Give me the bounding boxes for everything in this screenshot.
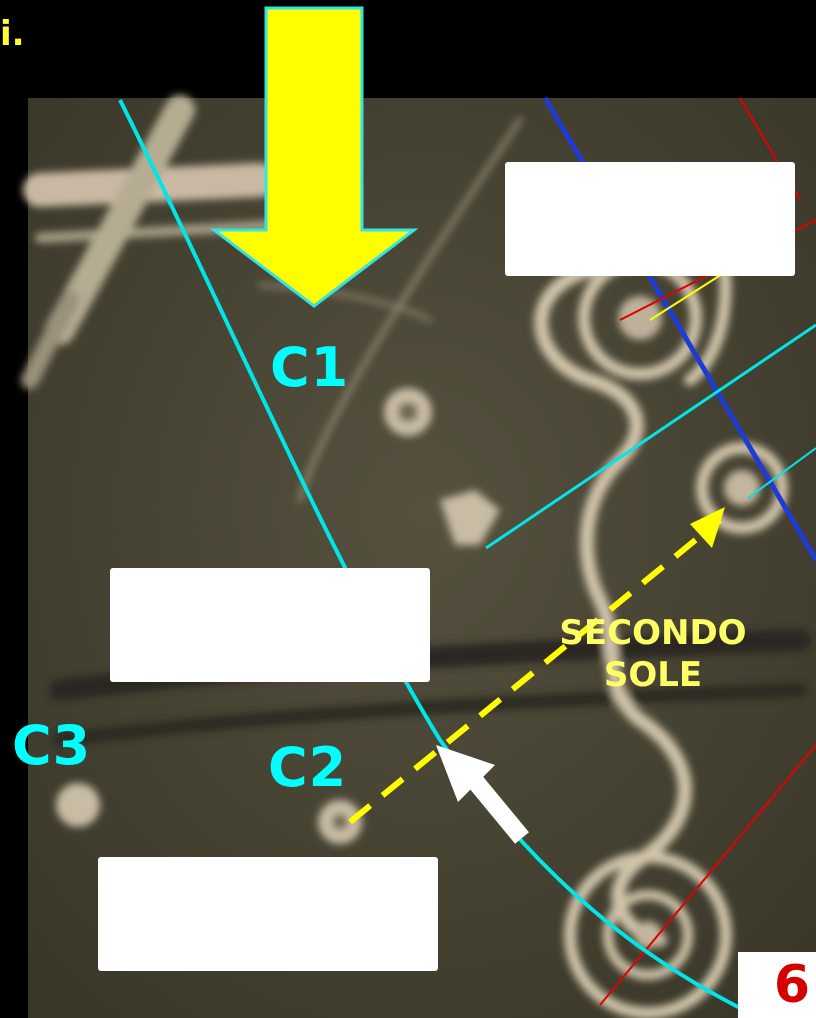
- cyan-line-right: [485, 323, 816, 550]
- second-sun-label-line2: SOLE: [603, 655, 703, 695]
- label-c2: C2: [268, 736, 348, 799]
- redaction-box-bottom-left: [98, 857, 438, 971]
- second-sun-label-line1: SECONDO: [559, 613, 747, 653]
- cyan-line-short: [747, 447, 816, 499]
- red-line-bottom: [599, 744, 816, 1006]
- redaction-box-top-right: [505, 162, 795, 276]
- label-c3: C3: [12, 714, 92, 777]
- cyan-orbit-curve: [118, 99, 761, 1018]
- second-sun-label: SECONDO SOLE: [522, 612, 784, 696]
- label-c1: C1: [270, 336, 350, 399]
- page-number-box: 6: [738, 952, 816, 1018]
- slide-top-text: i.: [0, 14, 25, 54]
- page-number: 6: [773, 955, 810, 1015]
- yellow-down-arrow-icon: [209, 6, 419, 308]
- yellow-dashed-line: [348, 517, 722, 825]
- redaction-box-middle-left: [110, 568, 430, 682]
- crop-formation-traces: [21, 95, 811, 1018]
- white-arrow-icon: [436, 745, 529, 844]
- yellow-dashed-arrowhead: [690, 507, 725, 548]
